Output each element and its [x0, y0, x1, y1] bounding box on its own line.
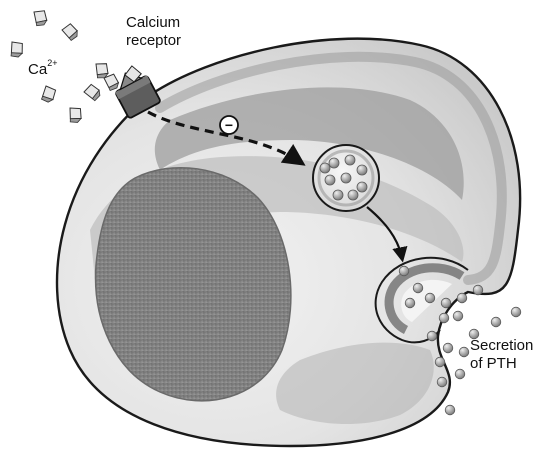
pth-granule [454, 368, 466, 380]
pth-granule [332, 189, 344, 201]
pth-granule [510, 306, 522, 318]
pth-granule [404, 297, 416, 309]
pth-granule [434, 356, 446, 368]
inhibition-arrow [147, 110, 306, 166]
ca-ion-crystal-icon [10, 41, 24, 58]
pth-granule [444, 404, 456, 416]
pth-granule [356, 164, 368, 176]
cytoplasm-band-dark [154, 87, 464, 200]
pth-granule [438, 312, 450, 324]
nucleus [94, 167, 292, 402]
pth-granule [436, 376, 448, 388]
ca-ion-crystal-icon [69, 107, 83, 123]
pth-granule [468, 328, 480, 340]
bound-ca-ion [124, 65, 142, 83]
ca-ion-crystal-icon [61, 23, 78, 42]
pth-granule [344, 154, 356, 166]
minus-circle-icon [219, 115, 239, 135]
pth-granule [424, 292, 436, 304]
trafficking-arrow [366, 206, 408, 263]
released-granules [398, 265, 522, 416]
ca-ion-crystal-icon [83, 83, 101, 102]
cell-inner-rim [155, 51, 507, 285]
pth-granule [319, 162, 331, 174]
pth-granule [324, 174, 336, 186]
ca-ion-crystal-icon [103, 73, 120, 92]
pth-granule [490, 316, 502, 328]
ca-ion-crystal-icon [33, 10, 48, 27]
ca-ion-crystal-icon [95, 63, 109, 79]
pth-granule [426, 330, 438, 342]
pth-granule [340, 172, 352, 184]
vesicle-granules [319, 154, 368, 201]
pth-granule [412, 282, 424, 294]
calcium-receptor [115, 72, 161, 119]
pth-granule [440, 297, 452, 309]
pth-granule [398, 265, 410, 277]
cytoplasm-band-low [276, 342, 434, 425]
secretion-label: Secretion of PTH [470, 337, 534, 372]
ca-ion-label: Ca2+ [28, 58, 58, 78]
pth-granule [456, 292, 468, 304]
pth-granule [347, 189, 359, 201]
pth-granule [472, 284, 484, 296]
pth-granule [458, 346, 470, 358]
pth-granule [442, 342, 454, 354]
pth-granule [356, 181, 368, 193]
ca-ion-crystal-icon [40, 85, 57, 103]
ca-ions [10, 10, 120, 123]
pth-granule [328, 157, 340, 169]
inhibition-symbol: − [225, 117, 233, 133]
receptor-label: Calcium receptor [126, 14, 182, 49]
pth-granule [452, 310, 464, 322]
